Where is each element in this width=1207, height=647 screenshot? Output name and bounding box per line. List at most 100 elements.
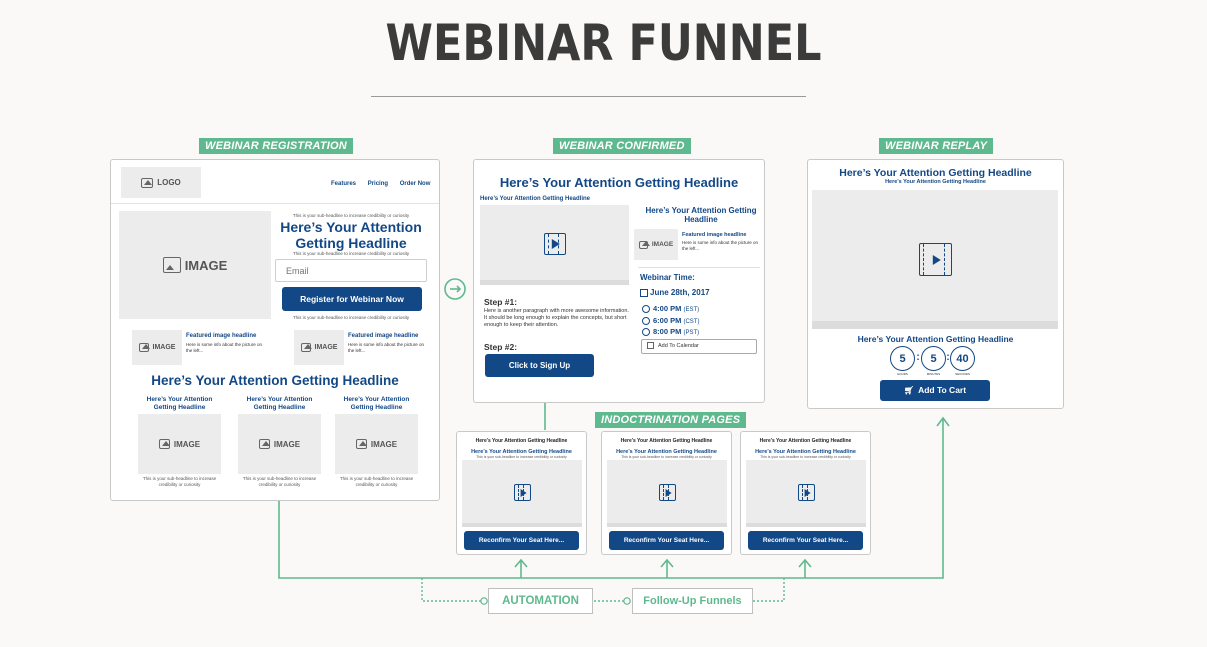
- featured-title-1: Featured image headline: [186, 333, 257, 339]
- featured-title: Featured image headline: [682, 232, 747, 238]
- time-value: 8:00 PM: [653, 327, 682, 336]
- follow-up-funnels-box: Follow-Up Funnels: [632, 588, 753, 614]
- reconfirm-seat-button[interactable]: Reconfirm Your Seat Here...: [748, 531, 863, 550]
- video-play-icon[interactable]: [798, 484, 815, 501]
- image-icon: [258, 439, 270, 449]
- indoctrination-sub: This is your sub-headline to increase cr…: [760, 455, 851, 459]
- image-icon: [300, 343, 312, 352]
- sign-up-button[interactable]: Click to Sign Up: [485, 354, 594, 377]
- add-to-cart-button[interactable]: 🛒︎Add To Cart: [880, 380, 990, 401]
- time-value: 6:00 PM: [653, 315, 682, 325]
- indoctrination-video[interactable]: [462, 460, 582, 527]
- tag-indoctrination-pages: INDOCTRINATION PAGES: [595, 412, 747, 428]
- confirmed-headline: Here’s Your Attention Getting Headline: [499, 175, 739, 190]
- email-input[interactable]: [275, 259, 427, 282]
- indoctrination-top: Here’s Your Attention Getting Headline: [759, 438, 852, 444]
- video-play-icon[interactable]: [659, 484, 676, 501]
- clock-icon: [642, 316, 650, 325]
- countdown-separator: :: [916, 352, 920, 363]
- nav-features[interactable]: Features: [331, 181, 357, 187]
- reconfirm-seat-button[interactable]: Reconfirm Your Seat Here...: [609, 531, 724, 550]
- column-image-1: IMAGE: [138, 414, 221, 474]
- countdown-minutes-label: MINUTES: [926, 372, 941, 376]
- video-controls: [812, 321, 1058, 329]
- image-icon: [355, 439, 367, 449]
- featured-text: Here is some info about the picture on t…: [682, 240, 759, 251]
- countdown-hours-label: HOURS: [897, 372, 908, 376]
- nav-pricing[interactable]: Pricing: [367, 181, 389, 187]
- step1-title: Step #1:: [484, 297, 518, 307]
- indoctrination-video[interactable]: [746, 460, 866, 527]
- clock-icon: [642, 328, 650, 337]
- countdown-separator: :: [946, 352, 950, 363]
- page-title: WEBINAR FUNNEL: [385, 14, 822, 72]
- cart-icon: 🛒︎: [903, 386, 915, 395]
- time-zone: (CST): [683, 318, 700, 325]
- webinar-time-label: Webinar Time:: [640, 273, 695, 282]
- logo-placeholder: LOGO: [121, 167, 201, 198]
- column-image-3: IMAGE: [335, 414, 418, 474]
- register-button[interactable]: Register for Webinar Now: [282, 287, 422, 311]
- video-play-icon[interactable]: [919, 243, 952, 276]
- indoctrination-headline: Here’s Your Attention Getting Headline: [616, 449, 717, 455]
- webinar-date: June 28th, 2017: [640, 288, 710, 297]
- column-image-label-3: IMAGE: [370, 439, 398, 449]
- video-player[interactable]: [480, 205, 629, 285]
- time-zone: (PST): [683, 330, 700, 336]
- webinar-date-text: June 28th, 2017: [650, 288, 710, 297]
- indoctrination-video[interactable]: [607, 460, 727, 527]
- video-headline: Here’s Your Attention Getting Headline: [480, 196, 591, 202]
- nav-menu: Features Pricing Order Now: [331, 181, 430, 187]
- add-to-calendar-button[interactable]: Add To Calendar: [641, 339, 757, 354]
- time-item: 4:00 PM (EST): [642, 304, 699, 316]
- time-value: 4:00 PM: [653, 304, 682, 313]
- featured-text-2: Here is some info about the picture on t…: [348, 342, 425, 353]
- sub-headline-3: This is your sub-headline to increase cr…: [292, 315, 410, 320]
- time-list: 4:00 PM (EST) 6:00 PM (CST) 8:00 PM (PST…: [642, 304, 699, 339]
- automation-box: AUTOMATION: [488, 588, 593, 614]
- indoctrination-top: Here’s Your Attention Getting Headline: [475, 438, 568, 444]
- replay-video-player[interactable]: [812, 190, 1058, 329]
- countdown-timer: 5 : 5 : 40 HOURS MINUTES SECONDS: [890, 346, 980, 376]
- video-controls: [607, 523, 727, 527]
- indoctrination-top: Here’s Your Attention Getting Headline: [620, 438, 713, 444]
- tag-webinar-replay: WEBINAR REPLAY: [879, 138, 994, 154]
- column-headline-1: Here’s Your Attention Getting Headline: [146, 396, 213, 411]
- reconfirm-seat-button[interactable]: Reconfirm Your Seat Here...: [464, 531, 579, 550]
- calendar-icon: [647, 342, 654, 350]
- column-sub-1: This is your sub-headline to increase cr…: [142, 476, 217, 487]
- column-image-label-2: IMAGE: [273, 439, 301, 449]
- hero-headline: Here’s Your Attention Getting Headline: [280, 219, 422, 251]
- side-headline: Here’s Your Attention Getting Headline: [645, 206, 757, 224]
- time-item: 8:00 PM (PST): [642, 327, 699, 339]
- featured-image-label-2: IMAGE: [314, 344, 338, 351]
- time-item: 6:00 PM (CST): [642, 316, 699, 328]
- countdown-seconds-label: SECONDS: [955, 372, 970, 376]
- video-play-icon[interactable]: [544, 233, 566, 255]
- sub-headline-2: This is your sub-headline to increase cr…: [292, 251, 410, 256]
- video-play-icon[interactable]: [514, 484, 531, 501]
- clock-icon: [642, 305, 650, 314]
- countdown-minutes: 5: [921, 346, 946, 371]
- indoctrination-page-card-2: Here’s Your Attention Getting Headline H…: [601, 431, 732, 555]
- image-icon: [162, 257, 181, 273]
- header-divider: [111, 203, 439, 204]
- nav-order-now[interactable]: Order Now: [399, 181, 431, 187]
- indoctrination-page-card-1: Here’s Your Attention Getting Headline H…: [456, 431, 587, 555]
- indoctrination-headline: Here’s Your Attention Getting Headline: [755, 449, 856, 455]
- featured-title-2: Featured image headline: [348, 333, 419, 339]
- tag-webinar-registration: WEBINAR REGISTRATION: [199, 138, 353, 154]
- replay-sub: Here’s Your Attention Getting Headline: [885, 179, 986, 185]
- featured-image: IMAGE: [634, 229, 678, 260]
- add-to-cart-label: Add To Cart: [918, 385, 967, 395]
- image-icon: [158, 439, 170, 449]
- image-icon: [141, 177, 154, 188]
- title-divider: [371, 96, 806, 97]
- column-image-2: IMAGE: [238, 414, 321, 474]
- registration-page-card: LOGO Features Pricing Order Now IMAGE Th…: [110, 159, 440, 501]
- column-headline-3: Here’s Your Attention Getting Headline: [343, 396, 410, 411]
- side-divider: [638, 267, 760, 268]
- video-controls: [462, 523, 582, 527]
- confirmed-page-card: Here’s Your Attention Getting Headline H…: [473, 159, 765, 403]
- hero-image-label: IMAGE: [184, 257, 228, 273]
